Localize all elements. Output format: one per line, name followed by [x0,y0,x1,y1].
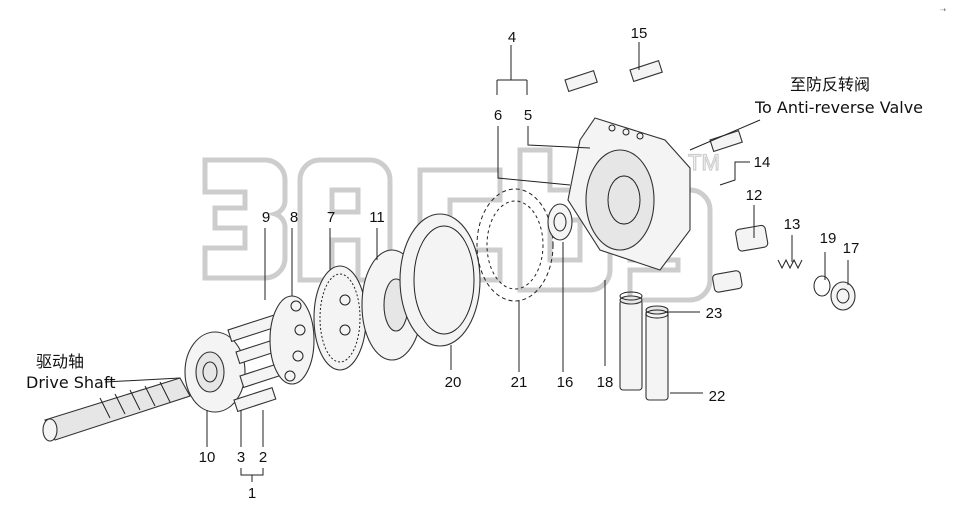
gear-disc-part [313,265,367,371]
callout-20: 20 [445,374,462,391]
o-rings-part [619,291,669,319]
relief-parts [712,224,856,311]
callout-7: 7 [327,209,335,226]
anti-reverse-label-cn: 至防反转阀 [790,75,870,94]
callout-15: 15 [631,25,648,42]
cylinder-block-part [184,331,246,413]
callout-14: 14 [754,154,771,171]
retainer-plate-part [269,295,315,385]
ring-part [399,213,481,347]
anti-reverse-label-en: To Anti-reverse Valve [754,98,923,117]
drive-shaft-label-cn: 驱动轴 [36,352,84,371]
callout-5: 5 [524,107,532,124]
drive-shaft-part [42,377,191,442]
callout-23: 23 [706,305,723,322]
bearing-part [547,203,573,241]
callout-10: 10 [199,449,216,466]
callout-11: 11 [369,209,385,226]
callout-4: 4 [508,29,516,46]
callout-1: 1 [248,485,256,502]
callout-16: 16 [557,374,574,391]
housing-part [567,117,691,271]
leader-lines [104,42,849,482]
callout-18: 18 [597,374,614,391]
corner-mark: ⇢ [940,6,946,14]
callout-3: 3 [237,449,245,466]
callout-8: 8 [290,209,298,226]
callout-17: 17 [843,240,860,257]
cartridge-valves-part [619,295,669,401]
callout-6: 6 [494,107,502,124]
watermark-tm: TM [688,150,720,175]
callout-9: 9 [262,209,270,226]
callout-13: 13 [784,216,801,233]
callout-2: 2 [259,449,267,466]
callout-12: 12 [746,187,763,204]
spring-pack-part [476,188,554,302]
bolts-part [564,60,743,153]
drive-shaft-label-en: Drive Shaft [26,373,115,392]
callout-22: 22 [709,388,726,405]
callout-21: 21 [511,374,528,391]
callout-19: 19 [820,230,837,247]
